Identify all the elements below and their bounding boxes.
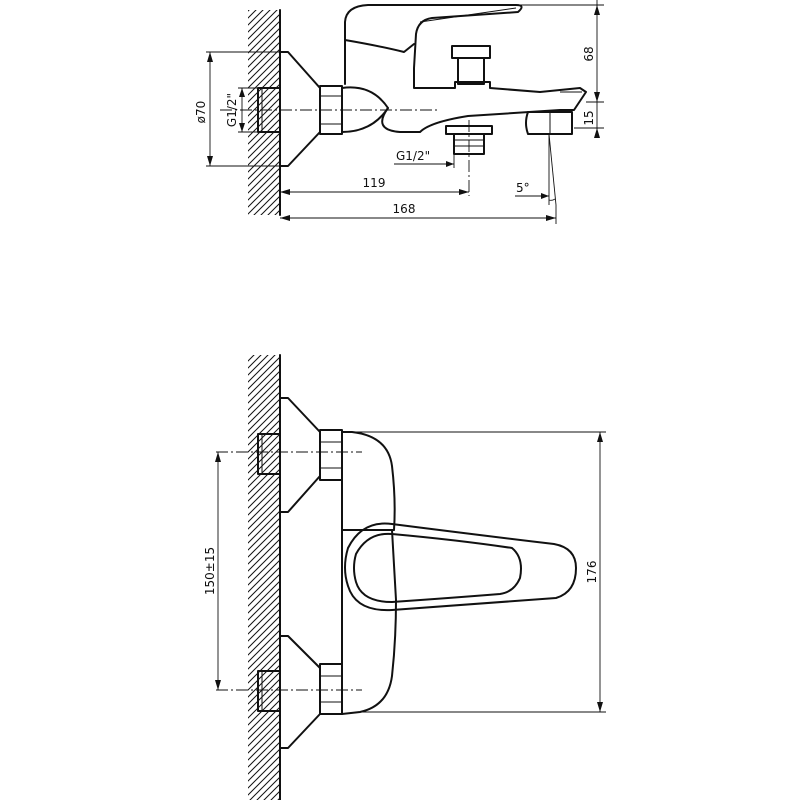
mixer-body-top (344, 4, 587, 133)
label-total-length: 168 (393, 202, 416, 216)
label-flange-diameter: ø70 (194, 101, 208, 124)
label-height-lever: 68 (582, 46, 596, 61)
top-view: ø70 G1/2" 68 15 G1/2" (194, 0, 604, 224)
label-outlet-thread: G1/2" (396, 149, 430, 163)
dim-heights: 68 15 (520, 0, 604, 138)
dim-angle: 5° (515, 133, 557, 206)
wall-front (248, 354, 281, 800)
label-height-spout: 15 (582, 110, 596, 125)
dim-spout-offset: 119 (280, 176, 469, 195)
aerator-top (525, 111, 573, 135)
front-view: 150±15 176 (203, 354, 606, 800)
label-inlet-thread: G1/2" (225, 93, 239, 127)
label-spout-offset: 119 (363, 176, 386, 190)
dim-total-length: 168 (280, 202, 557, 224)
label-center-distance: 150±15 (203, 547, 217, 595)
diverter-knob (451, 45, 491, 85)
wall-top (248, 9, 281, 216)
dim-outlet-thread: G1/2" (394, 149, 455, 168)
dim-total-height: 176 (352, 431, 606, 713)
flange-top (279, 51, 321, 167)
lever-front (344, 522, 577, 612)
label-total-height: 176 (585, 561, 599, 584)
lever-inner-front (353, 532, 522, 603)
dim-flange-diameter: ø70 (194, 51, 280, 167)
label-angle: 5° (516, 181, 530, 195)
dim-inlet-thread: G1/2" (225, 87, 258, 133)
dim-center-distance: 150±15 (203, 452, 221, 690)
mixer-body-front (341, 431, 396, 531)
lever-top (344, 39, 415, 53)
